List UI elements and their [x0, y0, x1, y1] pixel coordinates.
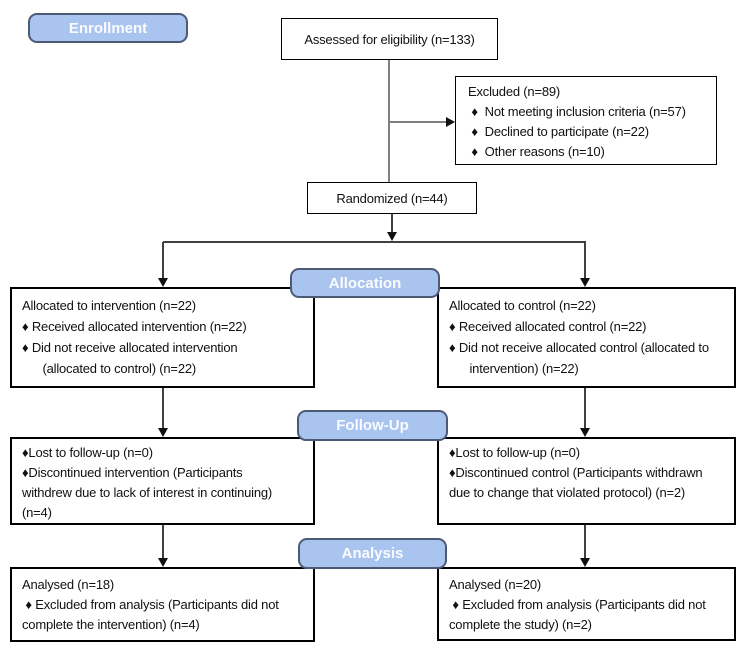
connector-followup-to-analysis-left: [162, 525, 164, 558]
box-text-line: (n=4): [22, 505, 52, 520]
randomized-label: Randomized (n=44): [336, 190, 448, 206]
allocation-control-box: Allocated to control (n=22) ♦ Received al…: [437, 287, 736, 388]
box-text-line: ♦ Excluded from analysis (Participants d…: [449, 597, 706, 612]
box-text-line: ♦Lost to follow-up (n=0): [22, 445, 153, 460]
box-text-line: Analysed (n=20): [449, 577, 542, 592]
connector-randomization-split: [163, 241, 586, 243]
arrowhead-allocation-left-icon: [158, 278, 168, 287]
box-text-line: ♦ Not meeting inclusion criteria (n=57): [468, 104, 686, 119]
stage-badge-followup: Follow-Up: [297, 410, 448, 441]
stage-badge-allocation: Allocation: [290, 268, 440, 298]
assessed-label: Assessed for eligibility (n=133): [304, 31, 475, 47]
arrowhead-into-excluded-icon: [446, 117, 455, 127]
arrowhead-onto-split-icon: [387, 232, 397, 241]
box-text-line: ♦Lost to follow-up (n=0): [449, 445, 580, 460]
box-text-line: complete the study) (n=2): [449, 617, 592, 632]
followup-control-box: ♦Lost to follow-up (n=0) ♦Discontinued co…: [437, 437, 736, 525]
assessed-for-eligibility-box: Assessed for eligibility (n=133): [281, 18, 498, 60]
box-text-line: ♦ Received allocated control (n=22): [449, 319, 647, 334]
box-text-line: complete the intervention) (n=4): [22, 617, 200, 632]
connector-followup-to-analysis-right: [584, 525, 586, 558]
box-text-line: ♦ Received allocated intervention (n=22): [22, 319, 247, 334]
connector-branch-to-excluded: [388, 121, 446, 123]
followup-intervention-box: ♦Lost to follow-up (n=0) ♦Discontinued in…: [10, 437, 315, 525]
connector-allocation-to-followup-left: [162, 388, 164, 428]
allocation-intervention-box: Allocated to intervention (n=22) ♦ Receiv…: [10, 287, 315, 388]
box-text-line: Allocated to control (n=22): [449, 298, 596, 313]
box-text-line: Allocated to intervention (n=22): [22, 298, 196, 313]
box-text-line: (allocated to control) (n=22): [22, 361, 197, 376]
analysis-control-box: Analysed (n=20) ♦ Excluded from analysis…: [437, 567, 736, 641]
stage-badge-enrollment: Enrollment: [28, 13, 188, 43]
connector-allocation-to-followup-right: [584, 388, 586, 428]
arrowhead-followup-left-icon: [158, 428, 168, 437]
box-text-line: ♦Discontinued control (Participants with…: [449, 465, 703, 480]
arrowhead-analysis-left-icon: [158, 558, 168, 567]
excluded-box: Excluded (n=89) ♦ Not meeting inclusion …: [455, 76, 717, 165]
box-text-line: Analysed (n=18): [22, 577, 115, 592]
randomized-box: Randomized (n=44): [307, 182, 477, 214]
analysis-intervention-box: Analysed (n=18) ♦ Excluded from analysis…: [10, 567, 315, 642]
arrowhead-allocation-right-icon: [580, 278, 590, 287]
stage-badge-analysis: Analysis: [298, 538, 447, 569]
box-text-line: ♦ Other reasons (n=10): [468, 144, 605, 159]
box-text-line: ♦ Excluded from analysis (Participants d…: [22, 597, 279, 612]
connector-split-to-allocation-right: [584, 242, 586, 278]
arrowhead-followup-right-icon: [580, 428, 590, 437]
box-text-line: ♦ Did not receive allocated control (all…: [449, 340, 709, 355]
box-text-line: due to change that violated protocol) (n…: [449, 485, 686, 500]
box-text-line: ♦Discontinued intervention (Participants: [22, 465, 243, 480]
box-text-line: ♦ Did not receive allocated intervention: [22, 340, 238, 355]
connector-randomized-to-split: [391, 214, 393, 232]
box-text-line: intervention) (n=22): [449, 361, 579, 376]
arrowhead-analysis-right-icon: [580, 558, 590, 567]
box-text-line: ♦ Declined to participate (n=22): [468, 124, 649, 139]
box-text-line: Excluded (n=89): [468, 84, 561, 99]
box-text-line: withdrew due to lack of interest in cont…: [22, 485, 273, 500]
connector-split-to-allocation-left: [162, 242, 164, 278]
